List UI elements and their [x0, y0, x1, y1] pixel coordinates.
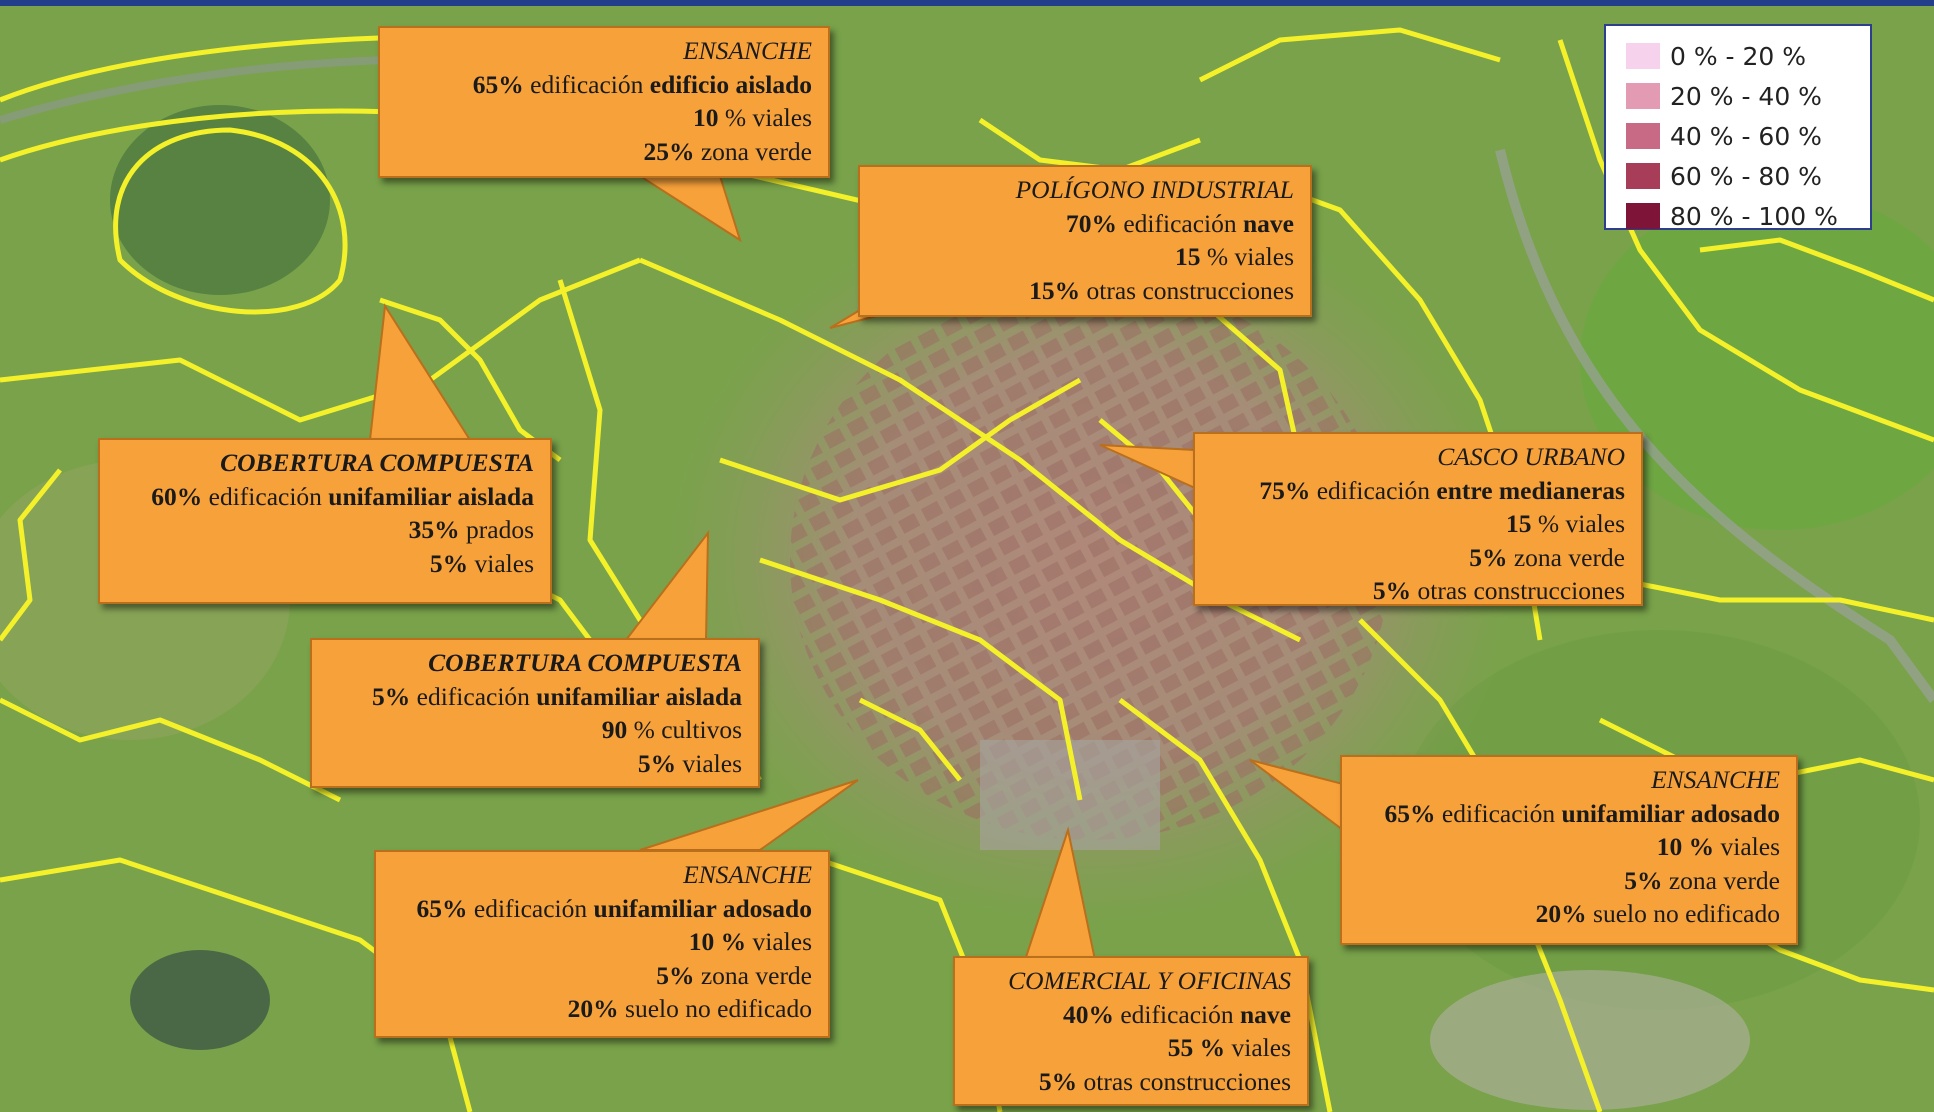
callout-line: 5% otras construcciones — [1038, 1066, 1291, 1096]
legend-label: 40 % - 60 % — [1670, 121, 1822, 151]
callout-title: CASCO URBANO — [1437, 442, 1625, 471]
legend-swatch — [1626, 203, 1660, 229]
callout-line: 25% zona verde — [643, 136, 812, 166]
legend-label: 60 % - 80 % — [1670, 161, 1822, 191]
callout-ensanche-adosado-right: ENSANCHE 65% edificación unifamiliar ado… — [1340, 755, 1798, 945]
density-legend: 0 % - 20 % 20 % - 40 % 40 % - 60 % 60 % … — [1604, 24, 1872, 231]
callout-line: 5% otras construcciones — [1372, 576, 1625, 605]
callout-line: 5% zona verde — [1624, 865, 1780, 895]
callout-title: COBERTURA COMPUESTA — [428, 648, 742, 677]
legend-item: 60 % - 80 % — [1626, 156, 1860, 196]
legend-label: 0 % - 20 % — [1670, 41, 1807, 71]
callout-line: 10 % viales — [693, 103, 812, 132]
callout-title: ENSANCHE — [683, 860, 812, 889]
callout-line: 65% edificación unifamiliar adosado — [1384, 798, 1781, 828]
callout-line: 15% otras construcciones — [1029, 275, 1294, 305]
callout-line: 5% viales — [429, 548, 534, 578]
legend-label: 20 % - 40 % — [1670, 81, 1822, 111]
callout-title: POLÍGONO INDUSTRIAL — [1015, 175, 1294, 204]
legend-swatch — [1626, 83, 1660, 109]
callout-line: 55 % viales — [1167, 1033, 1291, 1062]
callout-title: COMERCIAL Y OFICINAS — [1008, 966, 1291, 995]
callout-pointers — [368, 175, 1344, 961]
callout-line: 65% edificación unifamiliar adosado — [416, 893, 813, 923]
callout-line: 5% zona verde — [656, 960, 812, 990]
callout-line: 75% edificación entre medianeras — [1259, 475, 1625, 505]
callout-line: 5% viales — [637, 748, 742, 778]
callout-title: COBERTURA COMPUESTA — [220, 448, 534, 477]
callout-line: 65% edificación edificio aislado — [472, 69, 812, 99]
callout-line: 15 % viales — [1506, 509, 1625, 538]
callout-line: 20% suelo no edificado — [1535, 899, 1780, 928]
callout-line: 15 % viales — [1175, 242, 1294, 271]
legend-swatch — [1626, 163, 1660, 189]
callout-line: 40% edificación nave — [1062, 999, 1291, 1029]
callout-line: 60% edificación unifamiliar aislada — [151, 481, 534, 511]
callout-line: 5% zona verde — [1469, 542, 1625, 572]
callout-line: 5% edificación unifamiliar aislada — [372, 681, 742, 711]
legend-swatch — [1626, 43, 1660, 69]
callout-line: 35% prados — [408, 515, 534, 544]
callout-comercial-oficinas: COMERCIAL Y OFICINAS 40% edificación nav… — [953, 956, 1309, 1106]
legend-item: 20 % - 40 % — [1626, 76, 1860, 116]
legend-item: 80 % - 100 % — [1626, 196, 1860, 236]
callout-title: ENSANCHE — [683, 36, 812, 65]
callout-ensanche-edificio-aislado: ENSANCHE 65% edificación edificio aislad… — [378, 26, 830, 178]
callout-casco-urbano: CASCO URBANO 75% edificación entre media… — [1193, 432, 1643, 606]
callout-title: ENSANCHE — [1651, 765, 1780, 794]
callout-cobertura-compuesta-cultivos: COBERTURA COMPUESTA 5% edificación unifa… — [310, 638, 760, 788]
legend-item: 40 % - 60 % — [1626, 116, 1860, 156]
callout-line: 70% edificación nave — [1065, 208, 1294, 238]
callout-poligono-industrial: POLÍGONO INDUSTRIAL 70% edificación nave… — [858, 165, 1312, 317]
legend-swatch — [1626, 123, 1660, 149]
callout-ensanche-adosado-left: ENSANCHE 65% edificación unifamiliar ado… — [374, 850, 830, 1038]
callout-line: 10 % viales — [688, 927, 812, 956]
callout-line: 10 % viales — [1656, 832, 1780, 861]
callout-cobertura-compuesta-prados: COBERTURA COMPUESTA 60% edificación unif… — [98, 438, 552, 604]
top-frame-bar — [0, 0, 1934, 6]
legend-label: 80 % - 100 % — [1670, 201, 1838, 231]
callout-line: 20% suelo no edificado — [567, 994, 812, 1023]
legend-item: 0 % - 20 % — [1626, 36, 1860, 76]
callout-line: 90 % cultivos — [601, 715, 742, 744]
